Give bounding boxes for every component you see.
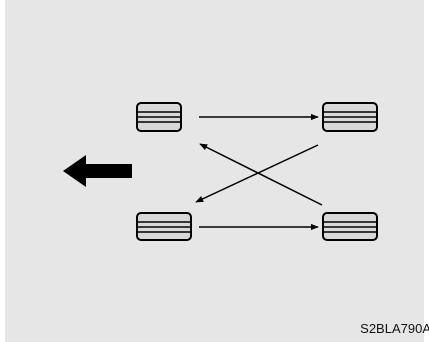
- tire-icon: [322, 102, 378, 132]
- arrow-rear-right-to-front-left: [199, 143, 323, 206]
- tire-icon: [322, 212, 378, 241]
- figure-code: S2BLA790A: [360, 321, 429, 336]
- right-border: [424, 0, 429, 342]
- arrow-front-right-to-rear-left: [195, 144, 319, 203]
- tire-icon: [136, 212, 192, 241]
- left-border: [0, 0, 5, 342]
- tire-icon: [136, 102, 182, 132]
- arrow-left-icon: [63, 155, 132, 187]
